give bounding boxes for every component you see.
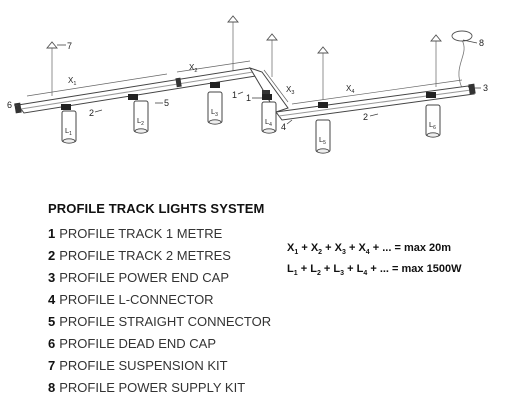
light-label-l6: L6: [429, 120, 436, 131]
callout-labels: 7 8 3 6 2 5 1 1 4 2: [7, 38, 488, 132]
legend-item-number: 3: [48, 270, 56, 285]
legend-title: PROFILE TRACK LIGHTS SYSTEM: [48, 201, 265, 216]
light-label-l1: L1: [65, 126, 72, 137]
power-limit: = max 1500W: [392, 263, 462, 275]
track-system-diagram: 7 8 3 6 2 5 1 1 4 2 X1 X2 X3 X4 L1 L2 L3…: [7, 15, 488, 154]
callout-7: 7: [67, 41, 72, 51]
light-label-l2: L2: [137, 116, 144, 127]
dimension-x3: X3: [286, 85, 294, 96]
light-l3: [207, 82, 223, 125]
callout-2-left: 2: [89, 108, 94, 118]
legend-item-number: 6: [48, 336, 56, 351]
dimension-x1: X1: [68, 76, 76, 87]
light-label-l5: L5: [319, 135, 326, 146]
power-end-cap: [468, 83, 476, 95]
legend-item-number: 8: [48, 380, 56, 395]
legend-item-label: PROFILE L-CONNECTOR: [59, 292, 214, 307]
light-l6: [425, 92, 441, 138]
callout-8: 8: [479, 38, 484, 48]
system-limits: X1 + X2 + X3 + X4 + ... = max 20m L1 + L…: [287, 238, 507, 280]
straight-connector: [175, 77, 182, 88]
power-formula: L1 + L2 + L3 + L4 + ... = max 1500W: [287, 263, 462, 278]
callout-2-right: 2: [363, 112, 368, 122]
callout-1-right: 1: [246, 93, 251, 103]
legend-item-label: PROFILE SUSPENSION KIT: [59, 358, 228, 373]
light-l4: [261, 94, 277, 134]
legend-item-label: PROFILE STRAIGHT CONNECTOR: [59, 314, 272, 329]
callout-leaders: [13, 39, 481, 125]
legend-item-number: 5: [48, 314, 56, 329]
light-l2: [128, 94, 149, 134]
legend-item-number: 7: [48, 358, 56, 373]
legend-item-label: PROFILE POWER SUPPLY KIT: [59, 380, 246, 395]
dimension-lines: [26, 60, 463, 105]
callout-1-left: 1: [232, 90, 237, 100]
legend-item-number: 4: [48, 292, 56, 307]
dimension-x2: X2: [189, 63, 197, 74]
light-l1: [61, 104, 77, 144]
legend-item-label: PROFILE TRACK 2 METRES: [59, 248, 231, 263]
track-spotlights: [61, 82, 441, 154]
callout-5: 5: [164, 98, 169, 108]
dimension-x4: X4: [346, 84, 354, 95]
callout-4: 4: [281, 122, 286, 132]
legend-item-label: PROFILE DEAD END CAP: [59, 336, 216, 351]
light-label-l3: L3: [211, 107, 218, 118]
light-l5: [315, 102, 331, 154]
callout-3: 3: [483, 83, 488, 93]
track-profile: [17, 67, 475, 121]
legend-item-number: 1: [48, 226, 56, 241]
light-labels: L1 L2 L3 L4 L5 L6: [65, 107, 436, 146]
track-length-formula: X1 + X2 + X3 + X4 + ... = max 20m: [287, 242, 452, 257]
legend-item-label: PROFILE POWER END CAP: [59, 270, 229, 285]
legend-item-number: 2: [48, 248, 56, 263]
callout-6: 6: [7, 100, 12, 110]
dimension-labels: X1 X2 X3 X4: [68, 63, 354, 96]
suspension-wires: [51, 22, 465, 100]
suspension-kits: [46, 15, 473, 54]
legend-item-label: PROFILE TRACK 1 METRE: [59, 226, 223, 241]
track-length-limit: = max 20m: [394, 242, 452, 254]
light-label-l4: L4: [265, 117, 272, 128]
